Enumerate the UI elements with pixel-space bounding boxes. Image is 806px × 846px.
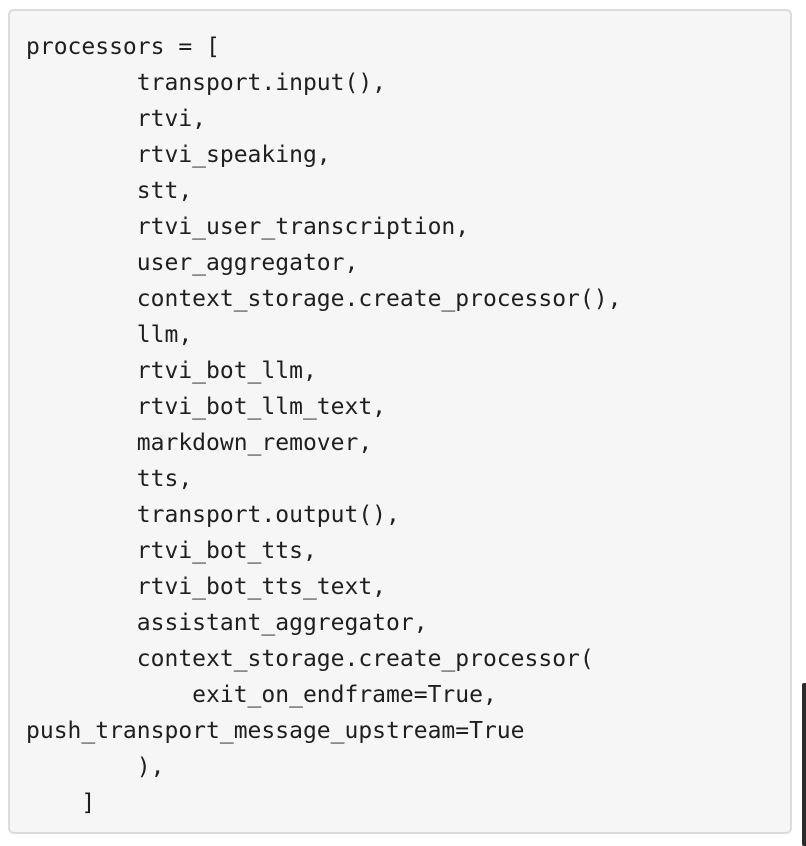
code-line: ), [26,754,165,780]
code-line: rtvi_bot_llm_text, [26,394,387,420]
code-line: transport.output(), [26,502,400,528]
code-text: processors = [ transport.input(), rtvi, … [26,29,621,821]
code-line: tts, [26,466,193,492]
code-line: rtvi, [26,106,207,132]
code-line: rtvi_bot_tts_text, [26,574,387,600]
code-line: push_transport_message_upstream=True [26,718,525,744]
vertical-scrollbar[interactable] [802,683,806,846]
code-line: llm, [26,322,193,348]
code-line: exit_on_endframe=True, [26,682,497,708]
code-line: context_storage.create_processor(), [26,286,622,312]
code-line: stt, [26,178,193,204]
code-line: rtvi_speaking, [26,142,331,168]
code-line: assistant_aggregator, [26,610,428,636]
code-line: rtvi_user_transcription, [26,214,470,240]
code-line: user_aggregator, [26,250,359,276]
code-line: rtvi_bot_tts, [26,538,317,564]
code-line: context_storage.create_processor( [26,646,594,672]
code-block: processors = [ transport.input(), rtvi, … [8,9,792,834]
code-line: processors = [ [26,34,220,60]
code-line: ] [26,790,96,816]
code-line: markdown_remover, [26,430,373,456]
code-line: rtvi_bot_llm, [26,358,317,384]
code-line: transport.input(), [26,70,387,96]
